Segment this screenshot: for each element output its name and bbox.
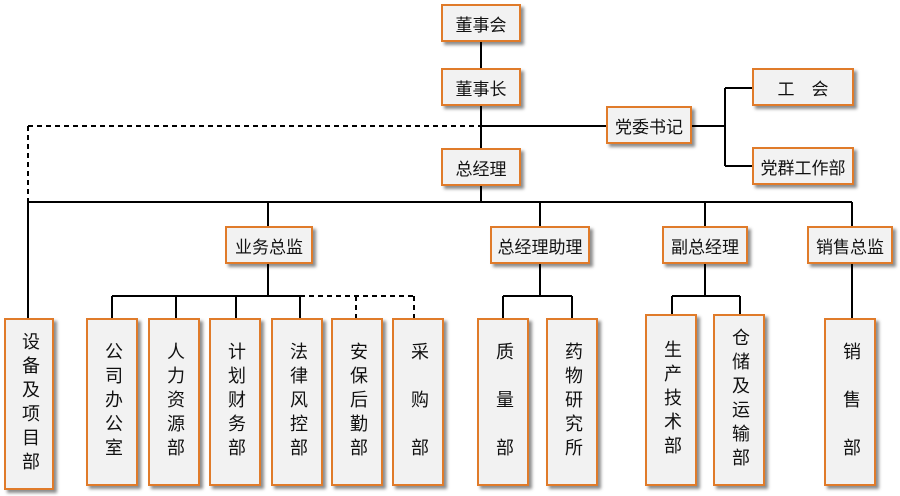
node-production-label: 生产技术部 (661, 340, 682, 460)
node-security: 安保后勤部 (331, 318, 383, 486)
node-legal: 法律风控部 (271, 318, 323, 486)
node-business-director: 业务总监 (225, 226, 313, 264)
node-legal-label: 法律风控部 (287, 342, 308, 462)
node-deputy-gm-label: 副总经理 (671, 237, 739, 258)
node-gm-assistant-label: 总经理助理 (497, 237, 583, 258)
node-warehouse-label: 仓储及运输部 (729, 328, 750, 472)
node-union: 工 会 (752, 68, 854, 106)
node-rd: 药物研究所 (546, 318, 598, 486)
node-hr-label: 人力资源部 (164, 342, 185, 462)
node-sales-director: 销售总监 (807, 226, 893, 264)
node-security-label: 安保后勤部 (347, 342, 368, 462)
node-chairman: 董事长 (441, 68, 521, 106)
node-production: 生产技术部 (645, 314, 697, 486)
node-rd-label: 药物研究所 (562, 342, 583, 462)
node-warehouse: 仓储及运输部 (713, 314, 765, 486)
node-board: 董事会 (441, 4, 521, 42)
node-office-label: 公司办公室 (102, 342, 123, 462)
node-sales-label: 销 售 部 (840, 342, 861, 462)
node-quality: 质 量 部 (477, 318, 529, 486)
node-finance: 计划财务部 (209, 318, 261, 486)
node-purchasing-label: 采 购 部 (408, 342, 429, 462)
node-party-work-dept-label: 党群工作部 (760, 158, 846, 179)
node-sales: 销 售 部 (824, 318, 876, 486)
node-gm-label: 总经理 (455, 159, 507, 180)
node-equipment-projects: 设备及项目部 (4, 318, 54, 490)
node-gm-assistant: 总经理助理 (490, 226, 590, 264)
node-purchasing: 采 购 部 (392, 318, 444, 486)
node-equipment-projects-label: 设备及项目部 (19, 332, 40, 476)
node-union-label: 工 会 (777, 79, 829, 100)
node-party-secretary-label: 党委书记 (615, 117, 683, 138)
node-hr: 人力资源部 (148, 318, 200, 486)
node-chairman-label: 董事长 (455, 79, 507, 100)
node-deputy-gm: 副总经理 (662, 226, 748, 264)
node-sales-director-label: 销售总监 (816, 237, 884, 258)
node-party-work-dept: 党群工作部 (752, 147, 854, 185)
node-party-secretary: 党委书记 (606, 106, 692, 144)
node-office: 公司办公室 (86, 318, 138, 486)
node-board-label: 董事会 (455, 15, 507, 36)
node-gm: 总经理 (441, 148, 521, 186)
node-quality-label: 质 量 部 (493, 342, 514, 462)
node-finance-label: 计划财务部 (225, 342, 246, 462)
node-business-director-label: 业务总监 (235, 237, 303, 258)
